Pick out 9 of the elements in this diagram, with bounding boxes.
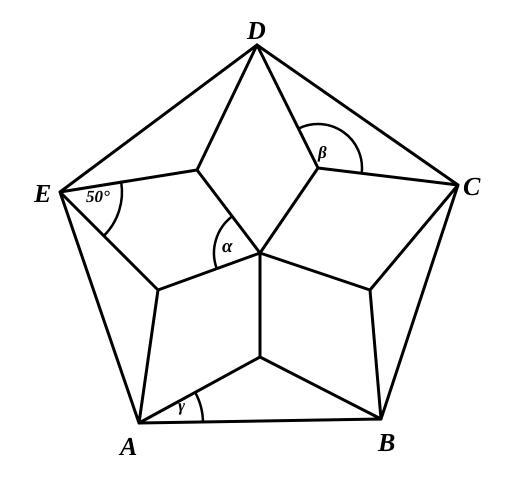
angle-label: γ xyxy=(178,397,186,414)
point-label: D xyxy=(247,18,266,44)
point-label: B xyxy=(378,430,396,456)
point-label: E xyxy=(34,181,52,207)
point-label: A xyxy=(120,434,138,460)
angle-label: β xyxy=(318,144,327,161)
point-label: C xyxy=(463,174,480,200)
angle-label: α xyxy=(222,237,233,256)
angle-label: 50° xyxy=(86,188,110,205)
